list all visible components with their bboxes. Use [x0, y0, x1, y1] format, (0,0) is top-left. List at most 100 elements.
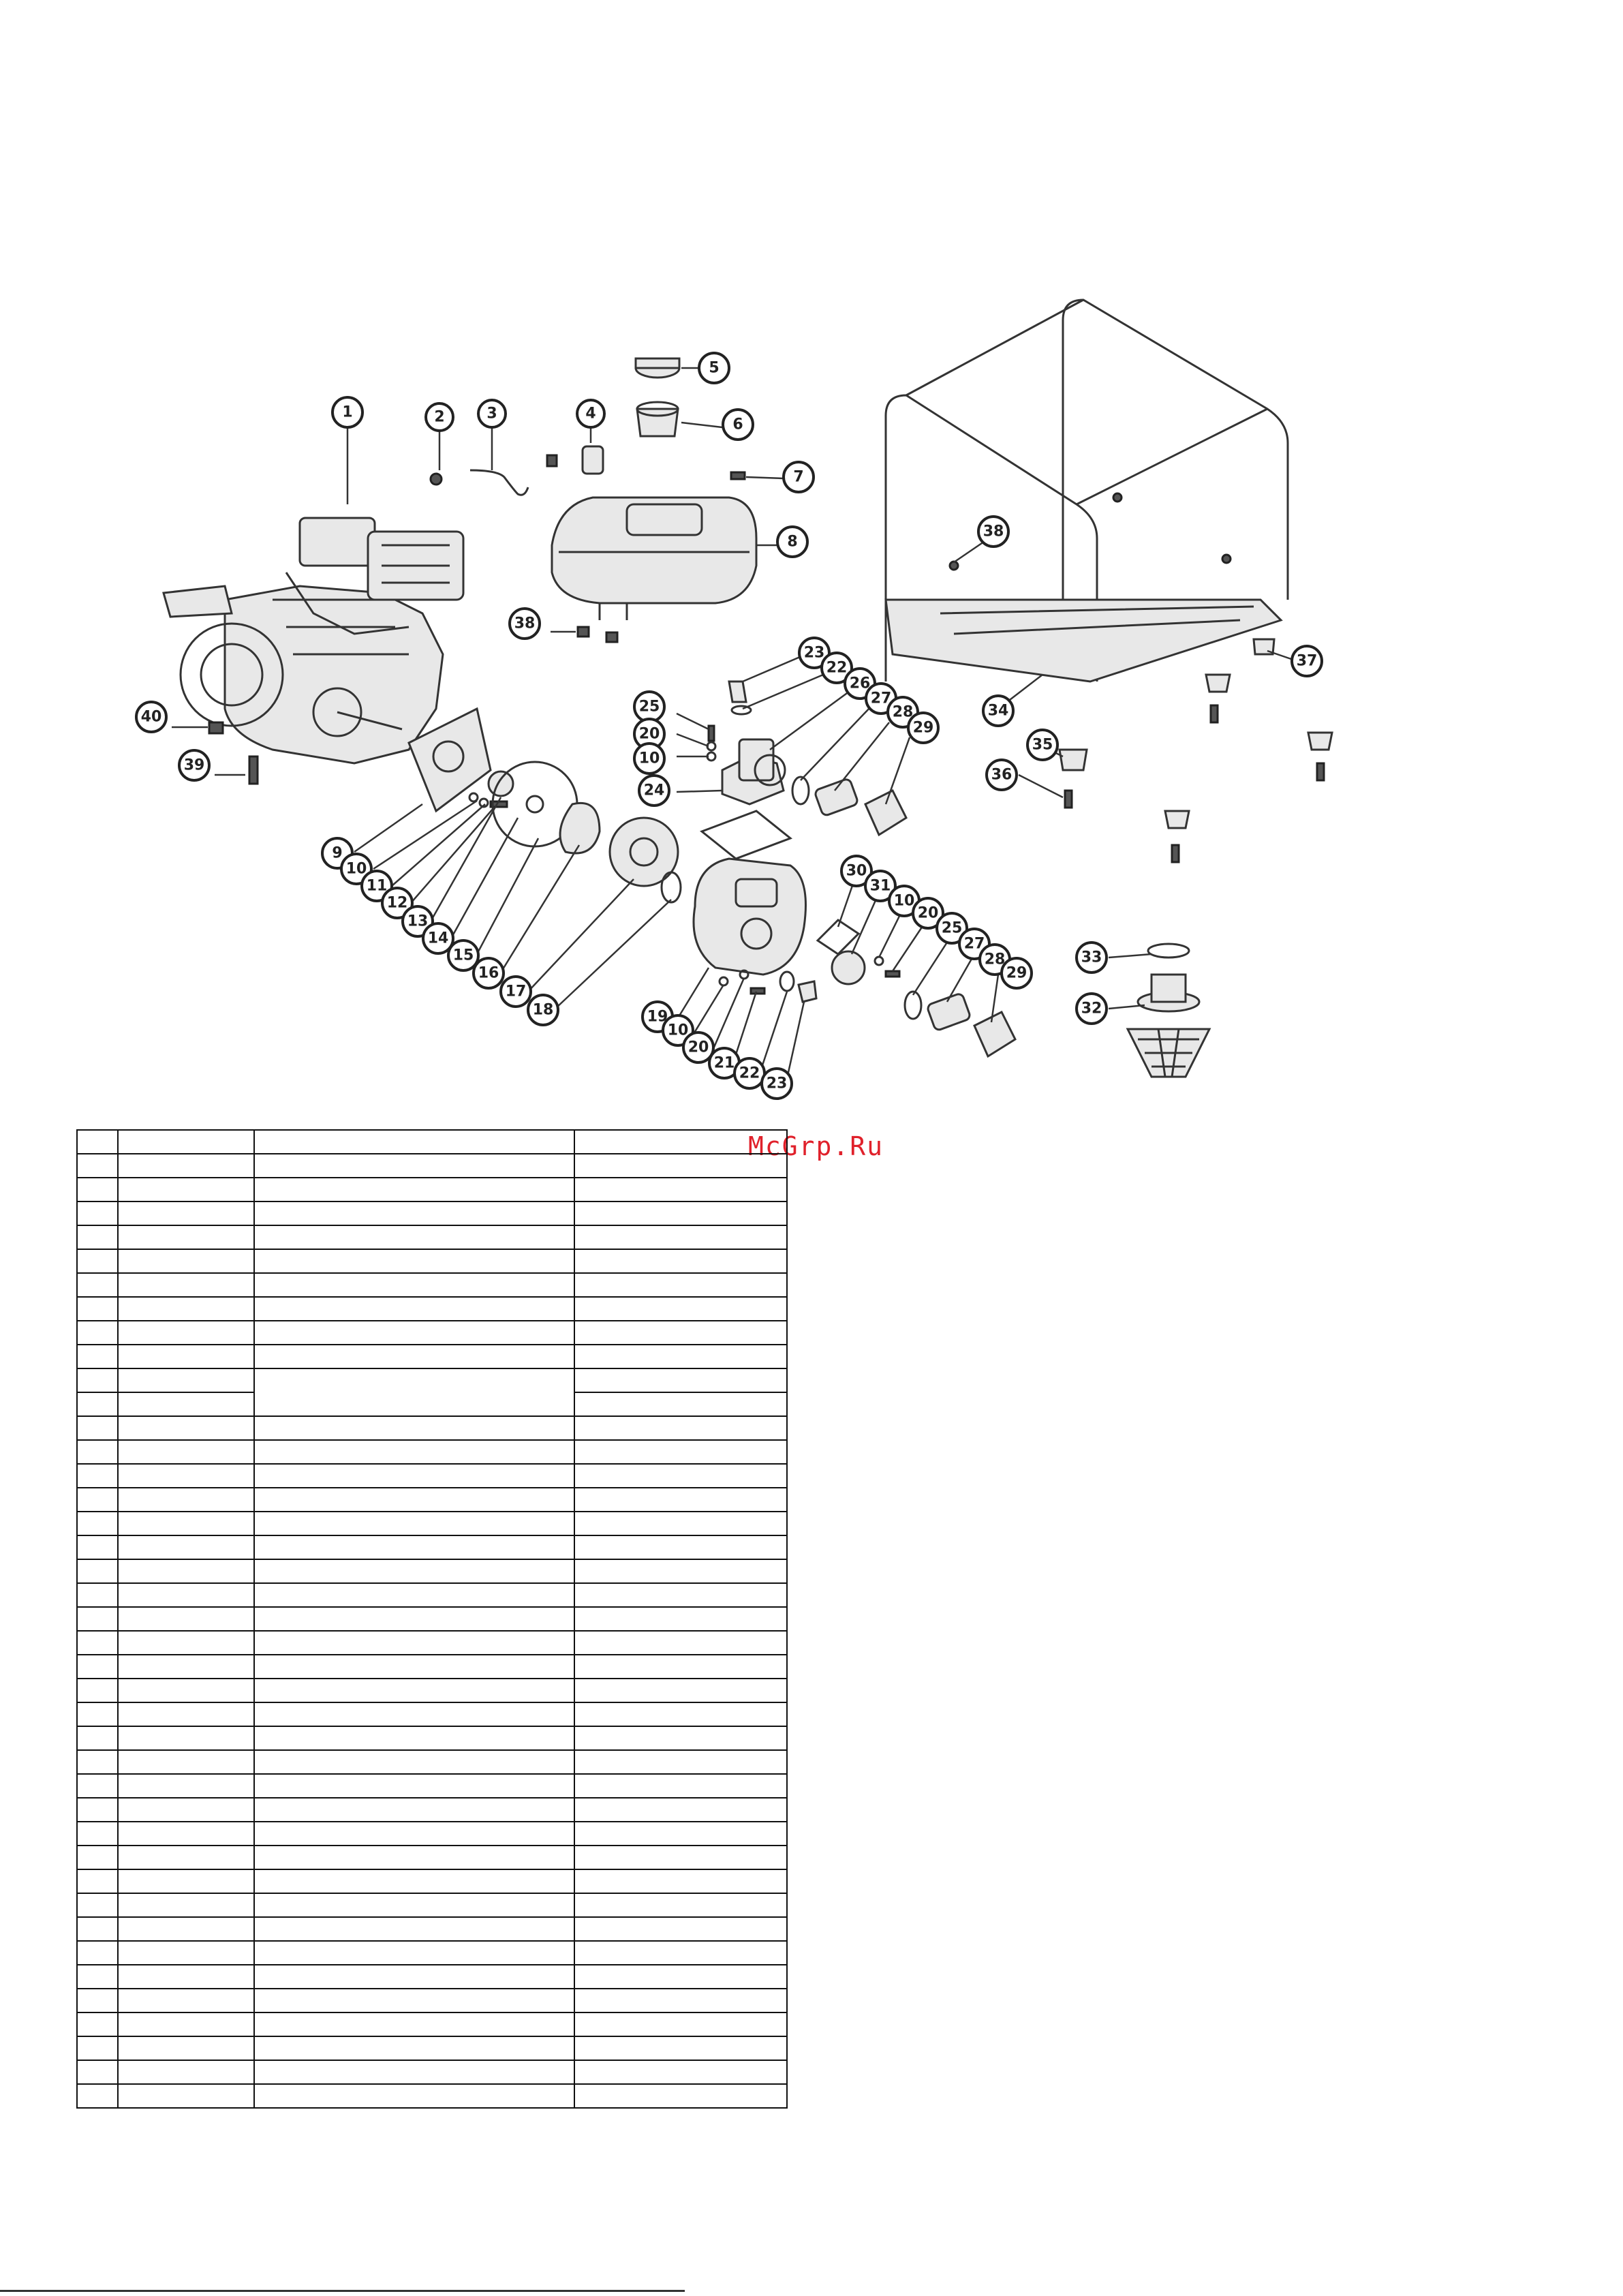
svg-text:28: 28	[985, 951, 1006, 968]
table-cell	[117, 2083, 255, 2109]
svg-text:36: 36	[991, 767, 1013, 784]
table-cell	[76, 1845, 119, 1870]
table-cell	[574, 1869, 788, 1894]
callout-22b: 22	[733, 1057, 766, 1090]
table-cell	[76, 1225, 119, 1250]
callout-10d: 10	[888, 885, 921, 917]
table-row	[76, 2012, 788, 2037]
table-cell	[76, 1916, 119, 1942]
table-row	[76, 1940, 788, 1965]
table-cell	[117, 1129, 255, 1154]
callout-17: 17	[499, 975, 532, 1008]
callout-37: 37	[1290, 645, 1323, 677]
svg-text:15: 15	[453, 947, 474, 964]
table-cell	[253, 1821, 575, 1846]
table-cell	[76, 1988, 119, 2013]
table-cell	[117, 1940, 255, 1965]
callout-24: 24	[638, 774, 670, 807]
callout-38b: 38	[508, 607, 541, 640]
callout-23b: 23	[760, 1067, 793, 1100]
svg-text:28: 28	[893, 704, 914, 721]
svg-text:13: 13	[407, 913, 429, 930]
table-cell	[574, 1559, 788, 1584]
svg-text:11: 11	[367, 878, 388, 895]
table-cell	[117, 1821, 255, 1846]
table-cell	[253, 1702, 575, 1727]
washer-drawing	[468, 792, 479, 803]
table-cell	[574, 1821, 788, 1846]
table-cell	[117, 2060, 255, 2085]
pump-casing-drawing	[692, 857, 807, 976]
mechanical-seal-drawing	[487, 770, 514, 797]
table-cell	[253, 1511, 575, 1536]
table-row	[76, 1153, 788, 1178]
callout-29b: 29	[1000, 957, 1033, 990]
table-cell	[253, 1439, 575, 1465]
strainer-drawing	[1126, 943, 1211, 1078]
table-cell	[117, 1201, 255, 1226]
table-cell	[574, 1678, 788, 1703]
table-cell	[253, 2012, 575, 2037]
svg-text:27: 27	[964, 936, 985, 953]
table-cell	[117, 1582, 255, 1608]
table-cell	[253, 1893, 575, 1918]
table-cell	[253, 1487, 575, 1512]
table-row	[76, 1535, 788, 1560]
svg-text:20: 20	[918, 905, 939, 922]
svg-text:5: 5	[709, 360, 719, 377]
table-cell	[574, 2083, 788, 2109]
outlet-assembly-drawing	[700, 680, 908, 860]
table-cell	[253, 1869, 575, 1894]
table-cell	[117, 1535, 255, 1560]
callout-25b: 25	[936, 912, 968, 945]
fuel-tank-drawing	[551, 496, 758, 620]
table-cell	[117, 1726, 255, 1751]
svg-text:22: 22	[826, 660, 848, 677]
table-cell	[117, 1439, 255, 1465]
table-cell	[117, 1296, 255, 1321]
table-cell	[117, 1415, 255, 1441]
nut-drawing	[576, 626, 590, 638]
table-cell	[574, 1535, 788, 1560]
svg-text:2: 2	[434, 409, 444, 426]
table-cell	[253, 2036, 575, 2061]
table-cell	[117, 1893, 255, 1918]
table-cell	[117, 1606, 255, 1632]
table-row	[76, 1654, 788, 1679]
table-row	[76, 1439, 788, 1465]
svg-text:4: 4	[585, 405, 596, 423]
table-cell	[574, 1320, 788, 1345]
svg-text:26: 26	[850, 675, 871, 692]
o-ring-18-drawing	[660, 871, 682, 904]
inlet-assembly-drawing	[718, 919, 1017, 1058]
fuel-filter-top	[636, 401, 679, 417]
bolt-39-drawing	[248, 755, 259, 785]
impeller-drawing	[559, 802, 601, 855]
table-cell	[76, 1964, 119, 1989]
table-cell	[117, 1869, 255, 1894]
table-cell	[76, 1153, 119, 1178]
table-cell	[117, 1845, 255, 1870]
svg-text:9: 9	[332, 845, 342, 862]
table-cell	[574, 1249, 788, 1274]
table-cell	[574, 1511, 788, 1536]
svg-text:35: 35	[1032, 737, 1053, 754]
table-cell	[574, 1702, 788, 1727]
svg-text:7: 7	[793, 469, 803, 486]
callout-18: 18	[527, 994, 559, 1026]
svg-text:29: 29	[913, 720, 934, 737]
callout-2: 2	[424, 402, 454, 432]
table-cell	[117, 1392, 255, 1417]
svg-text:32: 32	[1081, 1000, 1102, 1017]
table-cell	[574, 1654, 788, 1679]
table-cell	[253, 1773, 575, 1798]
table-row	[76, 1630, 788, 1655]
table-cell	[253, 1535, 575, 1560]
table-cell	[76, 1893, 119, 1918]
table-cell	[117, 1153, 255, 1178]
table-cell	[117, 1988, 255, 2013]
table-cell	[117, 1249, 255, 1274]
callout-3: 3	[477, 399, 507, 429]
table-row	[76, 1821, 788, 1846]
table-cell	[574, 1296, 788, 1321]
